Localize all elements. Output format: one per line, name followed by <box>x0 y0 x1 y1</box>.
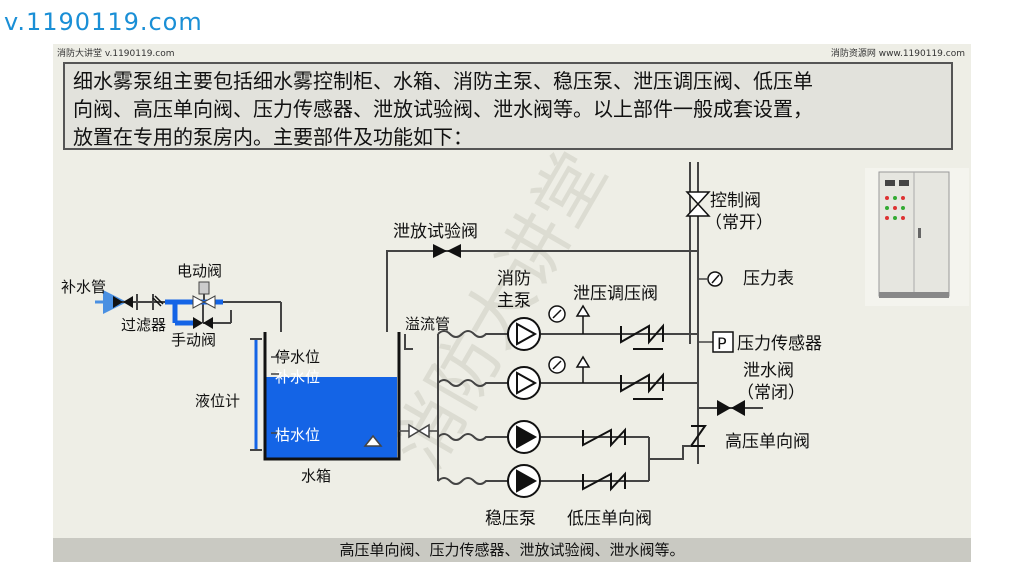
main-pump-icon <box>507 317 541 400</box>
label-control-valve-2: （常开） <box>705 213 773 233</box>
level-gauge <box>250 338 262 451</box>
label-overflow-pipe: 溢流管 <box>405 315 450 333</box>
control-cabinet-image <box>865 168 969 306</box>
label-drain-valve-2: （常闭） <box>737 383 805 403</box>
pressure-sensor-icon <box>698 331 734 353</box>
label-electric-valve: 电动阀 <box>177 262 222 280</box>
header-right: 消防资源网 www.1190119.com <box>830 49 965 59</box>
header-left: 消防大讲堂 v.1190119.com <box>57 49 175 59</box>
relief-check-valve-icon <box>620 323 664 400</box>
pump-rows <box>437 330 698 485</box>
label-manual-valve: 手动阀 <box>171 331 216 349</box>
water-tank <box>263 332 401 461</box>
label-pressure-sensor: 压力传感器 <box>737 334 822 354</box>
site-watermark: v.1190119.com <box>4 8 203 36</box>
label-main-pump-1: 消防 <box>497 269 531 289</box>
hp-check-valve-icon <box>689 425 707 447</box>
label-relief-valve: 泄压调压阀 <box>573 284 658 304</box>
description-box: 细水雾泵组主要包括细水雾控制柜、水箱、消防主泵、稳压泵、泄压调压阀、低压单 向阀… <box>63 62 953 150</box>
pump-gauge-icon <box>548 304 591 383</box>
label-pressure-sensor-symbol: P <box>717 334 727 353</box>
label-refill-level: 补水位 <box>275 368 320 386</box>
label-control-valve-1: 控制阀 <box>710 191 761 211</box>
manual-valve-icon <box>193 317 213 329</box>
slide: 消防大讲堂 v.1190119.com 消防资源网 www.1190119.co… <box>53 44 971 562</box>
lp-check-valve-icon <box>582 427 626 492</box>
label-hp-check-valve: 高压单向阀 <box>725 432 810 452</box>
label-drain-valve-1: 泄水阀 <box>743 361 794 381</box>
pump-system-diagram: 消防大讲堂 <box>61 138 822 529</box>
label-jockey-pump: 稳压泵 <box>485 509 536 529</box>
test-valve-icon <box>433 244 461 258</box>
jockey-pump-icon <box>507 420 541 498</box>
pressure-gauge-icon <box>698 271 723 287</box>
description-line-1: 细水雾泵组主要包括细水雾控制柜、水箱、消防主泵、稳压泵、泄压调压阀、低压单 <box>73 69 813 93</box>
suction-valve-icon <box>363 423 438 447</box>
control-valve-icon <box>685 191 711 217</box>
drain-valve-icon <box>698 400 763 416</box>
label-lp-check-valve: 低压单向阀 <box>567 509 652 529</box>
description-line-3: 放置在专用的泵房内。主要部件及功能如下： <box>73 125 473 149</box>
label-main-pump-2: 主泵 <box>497 291 531 311</box>
caption-bar: 高压单向阀、压力传感器、泄放试验阀、泄水阀等。 <box>53 538 971 562</box>
filter-icon <box>152 295 164 307</box>
makeup-valve-icon <box>113 296 133 308</box>
label-dry-level: 枯水位 <box>275 426 320 444</box>
label-test-valve: 泄放试验阀 <box>393 222 478 242</box>
label-pressure-gauge: 压力表 <box>743 269 794 289</box>
label-filter: 过滤器 <box>121 316 166 334</box>
description-line-2: 向阀、高压单向阀、压力传感器、泄放试验阀、泄水阀等。以上部件一般成套设置， <box>73 97 813 121</box>
electric-valve-icon <box>192 281 216 309</box>
label-level-gauge: 液位计 <box>195 392 240 410</box>
label-tank: 水箱 <box>301 467 331 485</box>
label-stop-level: 停水位 <box>275 348 320 366</box>
label-makeup-pipe: 补水管 <box>61 278 106 296</box>
